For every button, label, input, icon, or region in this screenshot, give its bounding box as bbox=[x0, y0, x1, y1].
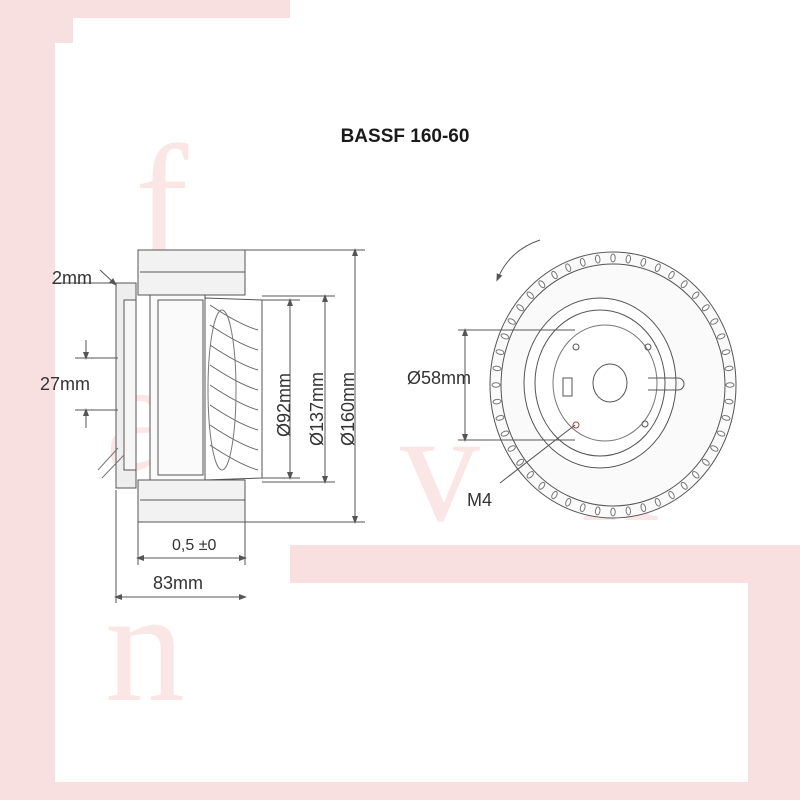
svg-text:n: n bbox=[105, 557, 185, 735]
thread-label-m4: M4 bbox=[467, 490, 493, 510]
dimension-27mm: 27mm bbox=[40, 374, 91, 394]
perforation-hole bbox=[710, 445, 719, 452]
perforation-hole bbox=[724, 398, 734, 405]
perforation-hole bbox=[495, 415, 505, 421]
perforation-hole bbox=[668, 270, 675, 280]
perforation-hole bbox=[526, 291, 535, 299]
perforation-hole bbox=[516, 458, 525, 466]
dimension-diameter-137: Ø137mm bbox=[307, 371, 327, 446]
perforation-hole bbox=[500, 430, 510, 437]
perforation-hole bbox=[495, 349, 505, 355]
perforation-hole bbox=[500, 333, 510, 340]
perforation-hole bbox=[716, 430, 726, 437]
perforation-hole bbox=[691, 291, 700, 299]
perforation-hole bbox=[538, 280, 546, 289]
perforation-hole bbox=[492, 365, 502, 372]
perforation-hole bbox=[507, 445, 516, 452]
perforation-hole bbox=[716, 333, 726, 340]
perforation-hole bbox=[579, 257, 586, 267]
front-view bbox=[458, 239, 737, 519]
perforation-hole bbox=[594, 506, 601, 516]
perforation-hole bbox=[640, 503, 647, 513]
perforation-hole bbox=[565, 498, 572, 507]
perforation-hole bbox=[594, 254, 601, 264]
perforation-hole bbox=[507, 318, 516, 325]
perforation-hole bbox=[610, 507, 616, 517]
perforation-hole bbox=[538, 481, 546, 490]
dimension-diameter-58: Ø58mm bbox=[407, 368, 472, 388]
perforation-hole bbox=[654, 498, 661, 507]
perforation-hole bbox=[668, 490, 675, 500]
perforation-hole bbox=[610, 253, 616, 263]
dimension-tolerance: 0,5 ±0 bbox=[172, 537, 217, 554]
page-title: BASSF 160-60 bbox=[340, 126, 470, 147]
perforation-hole bbox=[701, 458, 710, 466]
perforation-hole bbox=[721, 415, 731, 421]
perforation-hole bbox=[701, 304, 710, 312]
perforation-hole bbox=[640, 257, 647, 267]
perforation-hole bbox=[551, 270, 558, 280]
dimension-diameter-92: Ø92mm bbox=[274, 372, 294, 437]
perforation-hole bbox=[491, 382, 501, 388]
dimension-diameter-160: Ø160mm bbox=[338, 371, 358, 446]
perforation-hole bbox=[526, 471, 535, 479]
perforation-ring bbox=[491, 253, 735, 517]
perforation-hole bbox=[625, 254, 632, 264]
perforation-hole bbox=[680, 481, 688, 490]
dimension-83mm: 83mm bbox=[153, 573, 204, 593]
perforation-hole bbox=[565, 263, 572, 272]
side-view bbox=[97, 249, 263, 523]
perforation-hole bbox=[516, 304, 525, 312]
perforation-hole bbox=[654, 263, 661, 272]
perforation-hole bbox=[724, 365, 734, 372]
perforation-hole bbox=[625, 506, 632, 516]
perforation-hole bbox=[579, 503, 586, 513]
perforation-hole bbox=[725, 382, 735, 388]
dimension-2mm: 2mm bbox=[52, 268, 92, 288]
perforation-hole bbox=[551, 490, 558, 500]
perforation-hole bbox=[721, 349, 731, 355]
perforation-hole bbox=[710, 318, 719, 325]
perforation-hole bbox=[680, 280, 688, 289]
perforation-hole bbox=[691, 471, 700, 479]
perforation-hole bbox=[492, 398, 502, 405]
